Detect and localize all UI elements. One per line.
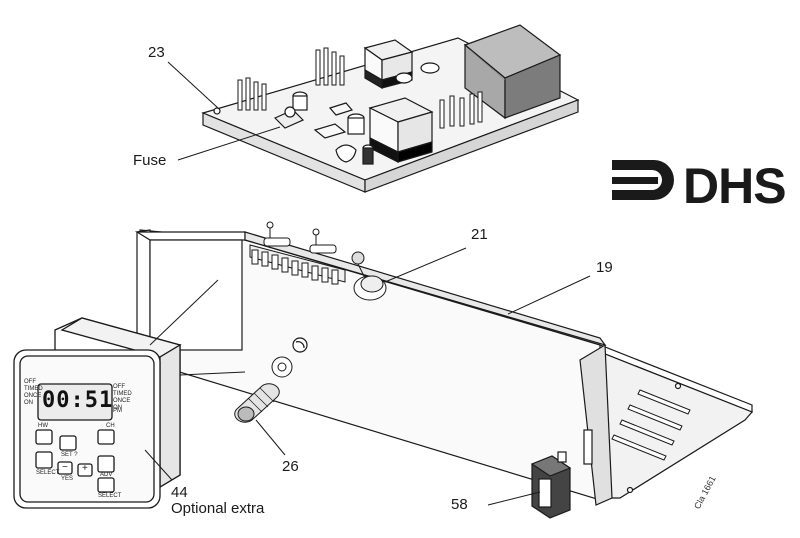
- hw-button[interactable]: HW: [38, 423, 48, 429]
- callout-optional-extra: Optional extra: [171, 500, 265, 517]
- callout-58: 58: [451, 496, 468, 513]
- leader-21: [384, 247, 467, 283]
- projection-line-2: [179, 371, 246, 376]
- dhs-logo-mark: [612, 160, 674, 200]
- dhs-logo-text: DHS: [683, 158, 787, 214]
- rocker-switch-58: [530, 451, 572, 519]
- leader-23: [167, 61, 219, 109]
- louvres: [611, 389, 691, 461]
- select-right-button[interactable]: SELECT: [98, 493, 122, 499]
- projection-line-1: [149, 279, 219, 346]
- select-left-button[interactable]: SELECT: [36, 470, 60, 476]
- capacitors: [292, 62, 440, 165]
- timer-display: 00:51: [42, 388, 114, 413]
- minus-button[interactable]: −: [62, 462, 68, 473]
- leader-58: [487, 491, 541, 506]
- small-components: [273, 102, 354, 139]
- left-mode-timed: TIMED: [24, 386, 43, 392]
- timer-buttons: [35, 429, 115, 493]
- transformer: [463, 24, 562, 120]
- right-mode-timed: TIMED: [113, 391, 132, 397]
- leader-26: [255, 419, 286, 456]
- callout-26: 26: [282, 458, 299, 475]
- leader-44: [144, 449, 173, 481]
- cable-clamp-1: [263, 221, 291, 247]
- callout-23: 23: [148, 44, 165, 61]
- callout-21: 21: [471, 226, 488, 243]
- right-mode-off: OFF: [113, 384, 125, 390]
- end-wall-slot: [583, 429, 593, 465]
- yes-button[interactable]: YES: [61, 476, 74, 482]
- timer-module-44: [13, 317, 182, 509]
- leader-19: [507, 275, 591, 315]
- control-knob-26: [234, 356, 293, 423]
- pin-headers: [237, 47, 483, 129]
- timer-lcd: [37, 383, 113, 421]
- left-mode-on: ON: [24, 400, 33, 406]
- left-mode-off: OFF: [24, 379, 36, 385]
- callout-44: 44: [171, 484, 188, 501]
- terminal-block: [249, 221, 346, 285]
- plus-button[interactable]: +: [82, 463, 88, 474]
- circuit-board: [201, 24, 580, 193]
- right-mode-on: ON: [113, 405, 122, 411]
- ch-button[interactable]: CH: [106, 423, 115, 429]
- right-mode-once: ONCE: [113, 398, 131, 404]
- set-button[interactable]: SET ?: [61, 452, 78, 458]
- timer-display-suffix: PM: [113, 408, 122, 414]
- relay-center: [368, 97, 434, 163]
- leader-fuse: [177, 126, 281, 161]
- chassis: [134, 229, 754, 506]
- callout-fuse: Fuse: [133, 152, 167, 169]
- callout-19: 19: [596, 259, 613, 276]
- left-mode-once: ONCE: [24, 393, 42, 399]
- adv-button[interactable]: ADV: [100, 472, 113, 478]
- thermostat-21: [351, 251, 387, 301]
- cable-clamp-2: [309, 228, 337, 254]
